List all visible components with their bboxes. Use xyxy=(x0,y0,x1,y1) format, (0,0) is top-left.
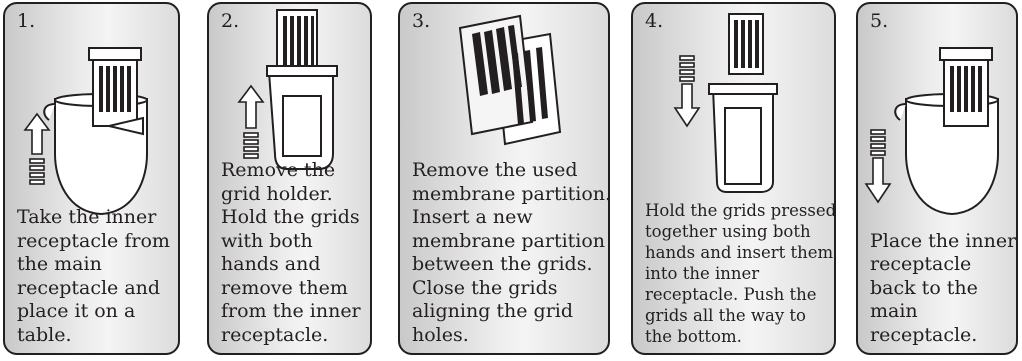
arrow-down-icon xyxy=(864,129,892,204)
membrane-illustration xyxy=(458,14,562,146)
step-caption: Hold the grids pressed together using bo… xyxy=(645,201,836,346)
grid-holder-illustration xyxy=(237,9,338,170)
step-caption: Place the inner receptacle back to the m… xyxy=(870,229,1017,346)
step-number: 5. xyxy=(870,10,889,32)
step-number: 3. xyxy=(412,10,431,32)
step-2-panel: 2. Remove the grid holder. Hold the grid… xyxy=(207,2,372,355)
step-number: 2. xyxy=(221,10,240,32)
arrow-up-icon xyxy=(23,112,51,185)
arrow-down-icon xyxy=(673,55,701,128)
receptacle-illustration xyxy=(864,47,999,216)
step-number: 1. xyxy=(17,10,36,32)
step-3-panel: 3. Remove the used membrane partition. I… xyxy=(398,2,610,355)
step-caption: Remove the used membrane partition. Inse… xyxy=(412,159,610,346)
step-4-panel: 4. Hold the grids pressed together using… xyxy=(631,2,836,355)
step-5-panel: 5. Place the inner receptacle back to th… xyxy=(856,2,1018,355)
step-number: 4. xyxy=(645,10,664,32)
insert-grid-illustration xyxy=(673,13,778,193)
arrow-up-icon xyxy=(237,84,265,159)
receptacle-illustration xyxy=(23,47,148,216)
step-caption: Take the inner receptacle from the main … xyxy=(17,206,170,346)
step-caption: Remove the grid holder. Hold the grids w… xyxy=(221,159,361,346)
step-1-panel: 1. Take the inner receptacle from the ma… xyxy=(3,2,180,355)
